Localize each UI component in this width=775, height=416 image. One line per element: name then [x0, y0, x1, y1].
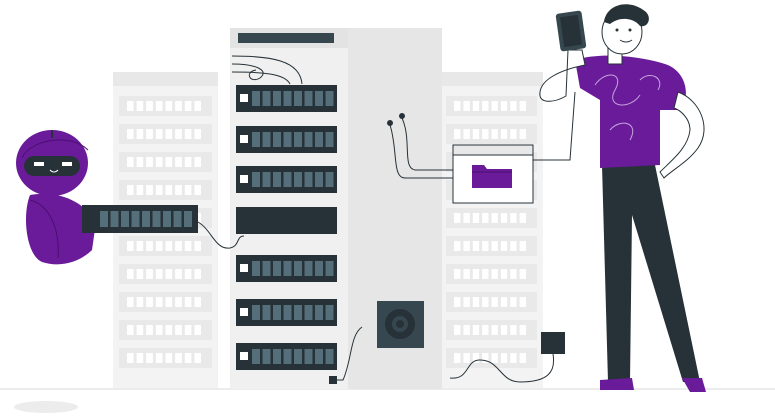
rack-unit: [119, 320, 212, 340]
slot: [142, 211, 150, 227]
server-unit: [236, 85, 337, 112]
robot-shadow: [14, 401, 78, 413]
rack-unit: [446, 348, 537, 368]
slot: [163, 211, 171, 227]
rack-unit: [119, 180, 212, 200]
rack-unit: [446, 292, 537, 312]
folder-icon: [472, 165, 512, 188]
right-back-rack: [440, 72, 543, 388]
robot-icon: [16, 130, 100, 265]
slot: [110, 211, 119, 227]
server-unit: [236, 299, 337, 326]
rack-unit: [119, 292, 212, 312]
phone-icon: [555, 10, 587, 52]
held-server-unit: [82, 205, 245, 249]
person-icon: [539, 4, 706, 392]
slot: [131, 211, 140, 227]
blank-server-unit: [236, 207, 337, 234]
folder-window: [452, 144, 534, 204]
rack-unit: [119, 236, 212, 256]
slot: [184, 211, 192, 227]
rack-unit: [119, 264, 212, 284]
rack-unit: [119, 96, 212, 116]
rack-unit: [446, 208, 537, 228]
server-unit: [236, 126, 337, 153]
rack-unit: [446, 236, 537, 256]
power-box: [449, 332, 565, 383]
rack-unit: [119, 348, 212, 368]
server-unit: [236, 343, 337, 370]
slot: [173, 211, 182, 227]
server-unit: [236, 166, 337, 193]
top-cables: [231, 55, 303, 85]
slot: [152, 211, 161, 227]
rack-unit: [119, 124, 212, 144]
center-rack-units: [236, 85, 337, 370]
slot: [100, 211, 108, 227]
folder-wires: [387, 91, 576, 179]
center-rack: [230, 28, 442, 389]
rack-unit: [446, 320, 537, 340]
rack-unit: [446, 124, 537, 144]
rack-unit: [446, 264, 537, 284]
slot: [121, 211, 129, 227]
rack-unit: [119, 152, 212, 172]
rack-unit: [446, 96, 537, 116]
server-unit: [236, 255, 337, 282]
fan-icon: [329, 301, 424, 384]
